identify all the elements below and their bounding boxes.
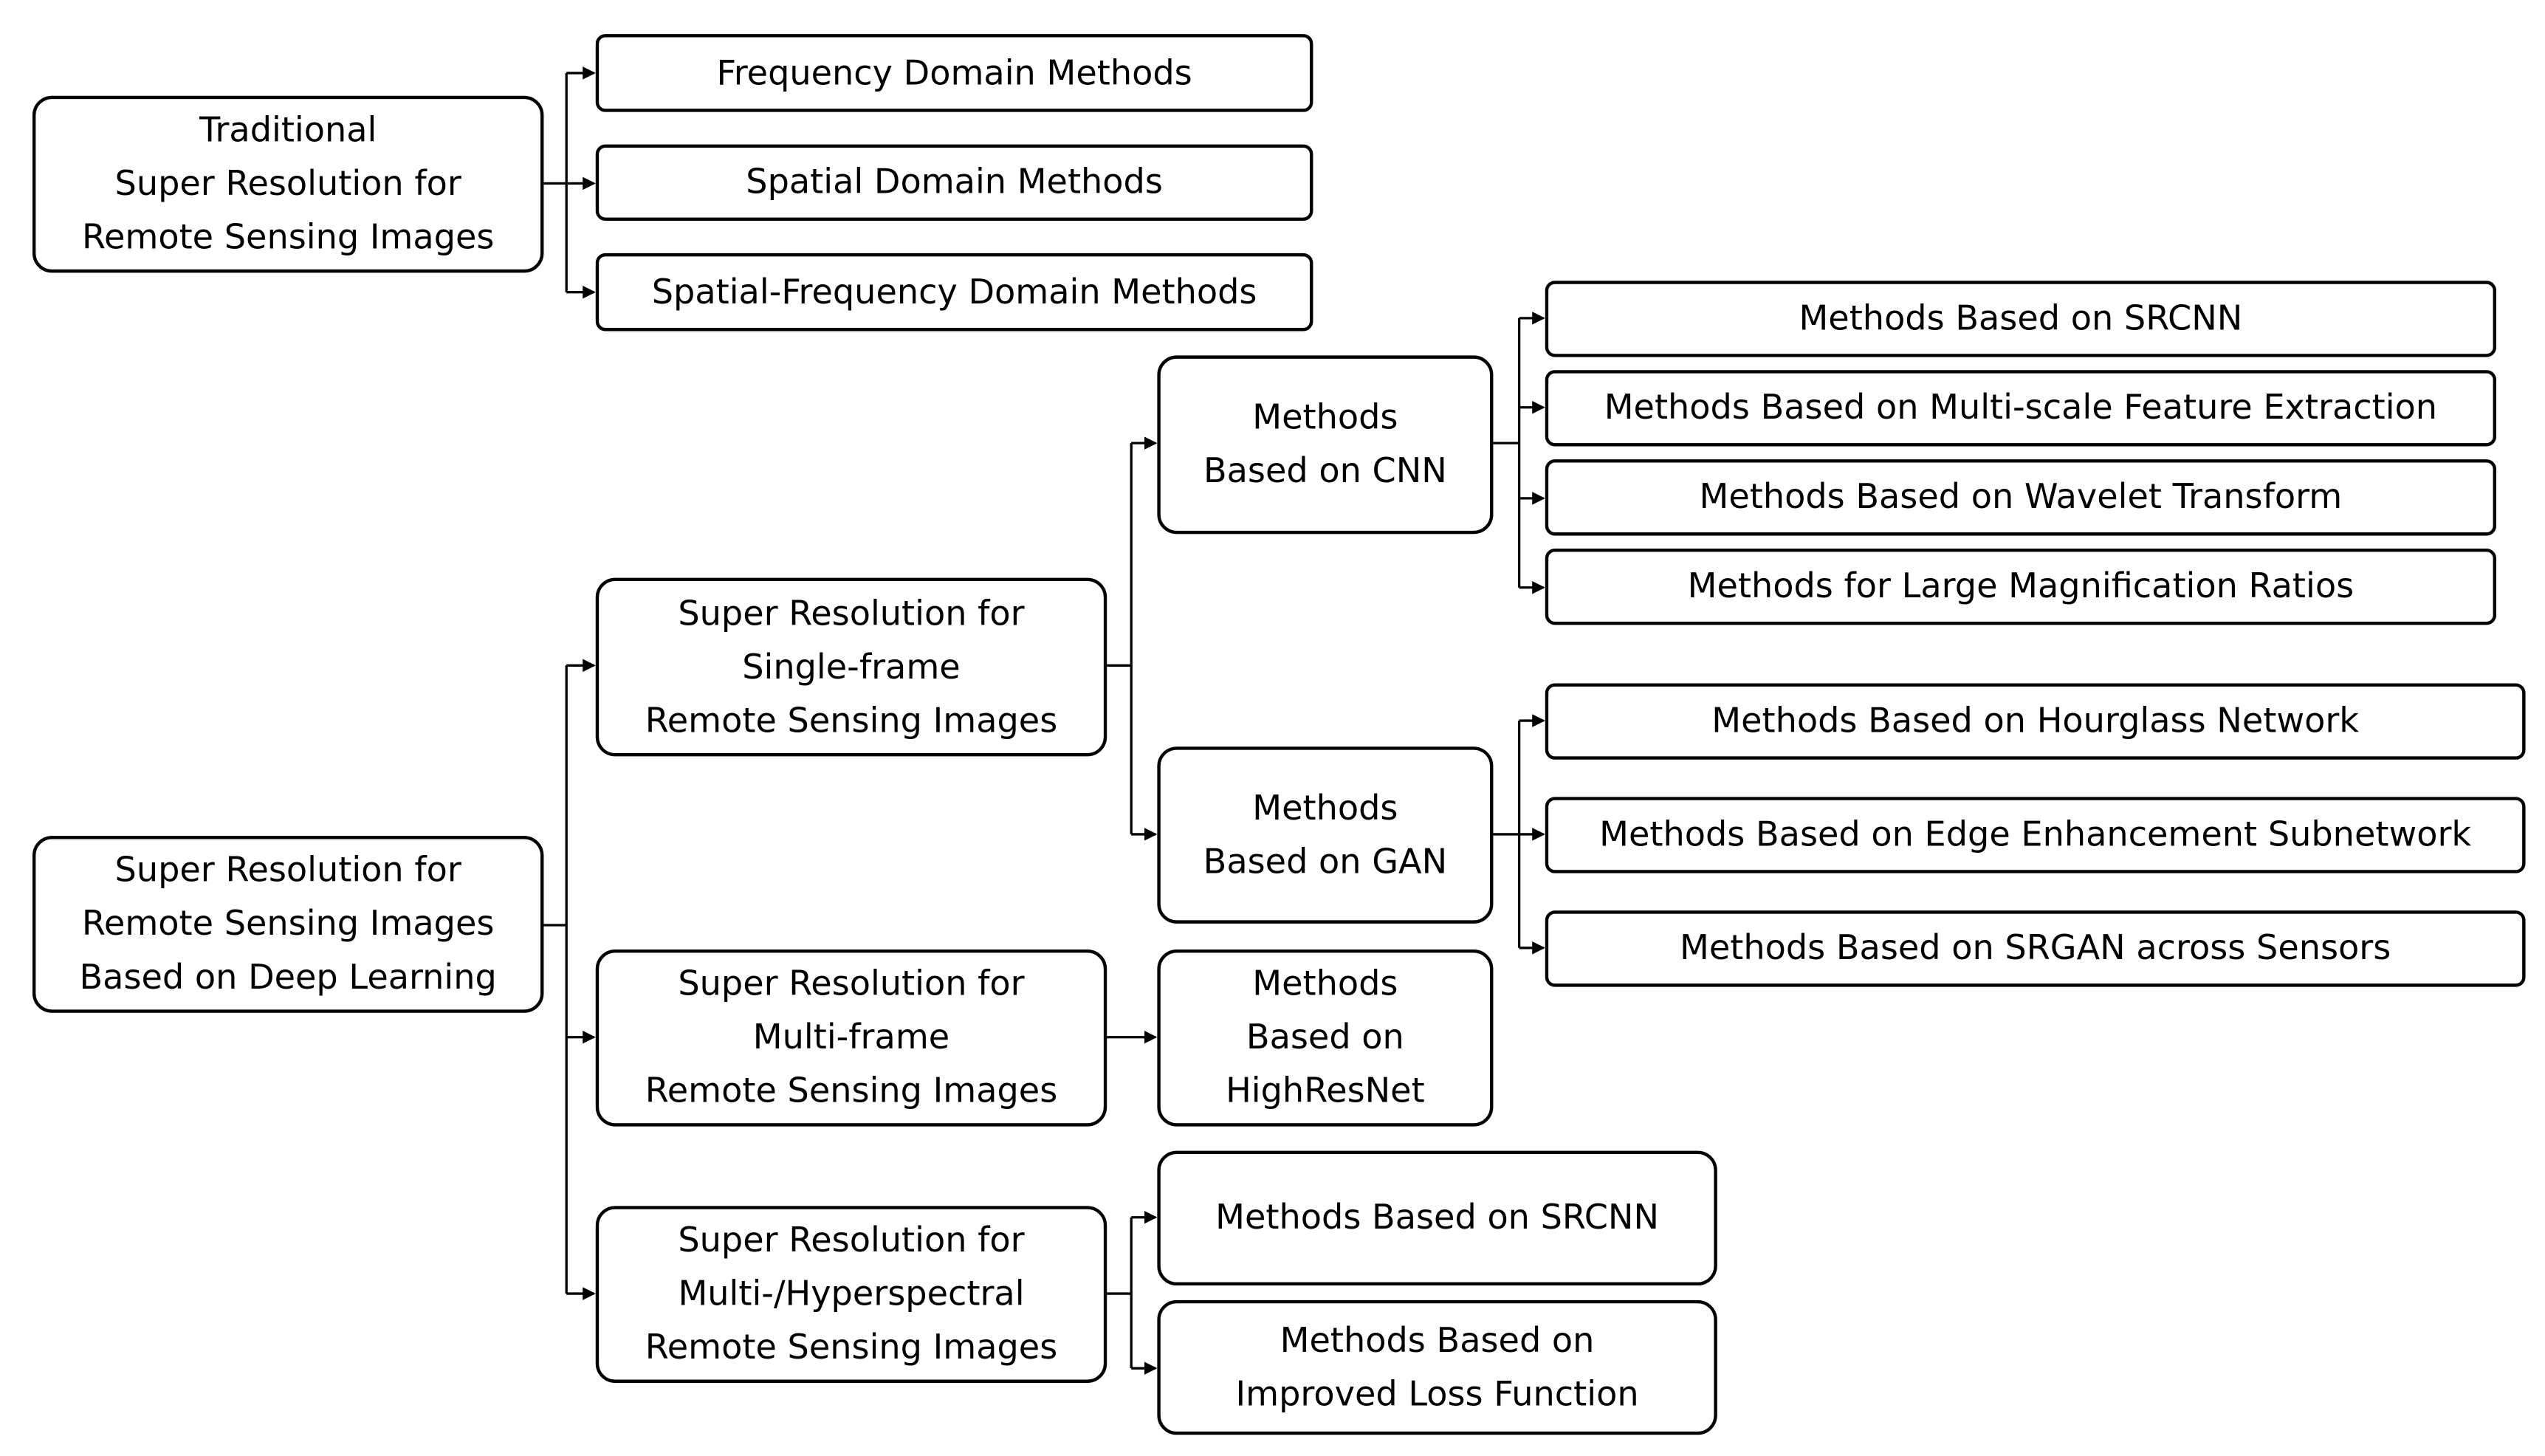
- node-hyperspectral: Super Resolution for Multi-/Hyperspectra…: [595, 1206, 1107, 1383]
- node-gan-srgan: Methods Based on SRGAN across Sensors: [1545, 910, 2526, 987]
- node-multi-frame: Super Resolution for Multi-frame Remote …: [595, 950, 1107, 1127]
- node-hs-srcnn: Methods Based on SRCNN: [1157, 1150, 1717, 1286]
- node-spatial-frequency-domain: Spatial-Frequency Domain Methods: [595, 253, 1313, 332]
- node-frequency-domain: Frequency Domain Methods: [595, 34, 1313, 112]
- node-traditional: Traditional Super Resolution for Remote …: [32, 95, 544, 273]
- node-cnn: Methods Based on CNN: [1157, 355, 1494, 535]
- node-cnn-large-mag: Methods for Large Magnification Ratios: [1545, 549, 2496, 625]
- node-deep-learning: Super Resolution for Remote Sensing Imag…: [32, 836, 544, 1013]
- node-cnn-wavelet: Methods Based on Wavelet Transform: [1545, 459, 2496, 536]
- node-single-frame: Super Resolution for Single-frame Remote…: [595, 577, 1107, 757]
- node-gan: Methods Based on GAN: [1157, 746, 1494, 924]
- node-cnn-multiscale: Methods Based on Multi-scale Feature Ext…: [1545, 370, 2496, 447]
- node-cnn-srcnn: Methods Based on SRCNN: [1545, 281, 2496, 357]
- node-spatial-domain: Spatial Domain Methods: [595, 144, 1313, 221]
- node-hs-loss: Methods Based on Improved Loss Function: [1157, 1299, 1717, 1435]
- node-highresnet: Methods Based on HighResNet: [1157, 950, 1494, 1127]
- node-gan-edge: Methods Based on Edge Enhancement Subnet…: [1545, 797, 2526, 873]
- node-gan-hourglass: Methods Based on Hourglass Network: [1545, 683, 2526, 760]
